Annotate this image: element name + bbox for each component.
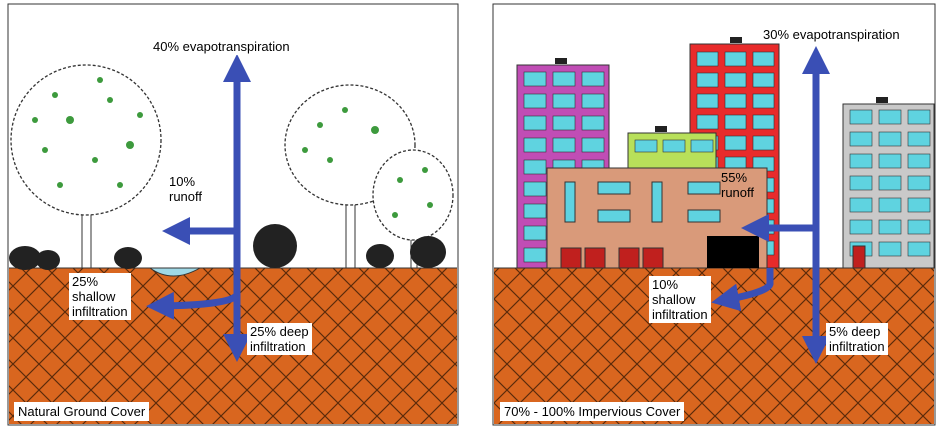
building-window: [581, 93, 605, 109]
natural-deep-infiltration-label: 25% deep infiltration: [247, 323, 312, 355]
natural-shallow-infiltration-label: 25% shallow infiltration: [69, 273, 131, 320]
natural-evapotranspiration-label: 40% evapotranspiration: [150, 38, 293, 55]
building-window: [552, 115, 576, 131]
natural-panel-caption: Natural Ground Cover: [14, 402, 150, 421]
impervious-evapotranspiration-label: 30% evapotranspiration: [760, 26, 903, 43]
building-window: [523, 203, 547, 219]
building-window: [662, 139, 686, 153]
building-window: [878, 109, 902, 125]
building-window: [849, 197, 873, 213]
building-window: [878, 219, 902, 235]
building-window: [552, 137, 576, 153]
building-window: [581, 71, 605, 87]
building-window: [752, 51, 775, 67]
impervious-runoff-label: 55% runoff: [721, 170, 755, 200]
tree-right-small: [372, 149, 454, 269]
natural-runoff-label: 10% runoff: [169, 174, 203, 204]
building-window: [581, 137, 605, 153]
building-tan: [546, 167, 768, 269]
building-window: [907, 109, 931, 125]
building-window: [849, 131, 873, 147]
building-window: [523, 159, 547, 175]
building-window: [752, 135, 775, 151]
building-window: [752, 93, 775, 109]
impervious-panel-caption: 70% - 100% Impervious Cover: [500, 402, 685, 421]
impervious-deep-infiltration-label: 5% deep infiltration: [826, 323, 888, 355]
natural-panel: [7, 3, 459, 426]
building-gray: [842, 97, 935, 269]
building-window: [878, 197, 902, 213]
building-window: [552, 93, 576, 109]
building-window: [696, 114, 719, 130]
building-window: [696, 72, 719, 88]
impervious-shallow-infiltration-label: 10% shallow infiltration: [649, 276, 711, 323]
building-window: [690, 139, 714, 153]
building-window: [878, 153, 902, 169]
building-window: [523, 181, 547, 197]
building-window: [907, 175, 931, 191]
building-window: [849, 175, 873, 191]
building-window: [724, 114, 747, 130]
building-window: [849, 153, 873, 169]
impervious-panel: [492, 3, 936, 426]
pond: [148, 267, 202, 277]
building-window: [878, 131, 902, 147]
building-window: [907, 241, 931, 257]
shrubs: [9, 224, 446, 270]
building-window: [696, 51, 719, 67]
natural-flow-arrows: [146, 54, 251, 362]
building-window: [724, 72, 747, 88]
building-window: [907, 197, 931, 213]
building-window: [696, 93, 719, 109]
building-window: [724, 93, 747, 109]
tree-left: [10, 64, 162, 269]
building-green: [627, 126, 717, 174]
impervious-flow-arrows: [711, 46, 830, 364]
building-window: [907, 153, 931, 169]
building-window: [752, 114, 775, 130]
building-window: [849, 219, 873, 235]
building-window: [752, 72, 775, 88]
building-window: [523, 71, 547, 87]
building-window: [634, 139, 658, 153]
building-window: [878, 241, 902, 257]
building-window: [907, 131, 931, 147]
building-window: [523, 247, 547, 263]
building-window: [523, 225, 547, 241]
building-window: [523, 137, 547, 153]
building-window: [552, 71, 576, 87]
building-window: [523, 115, 547, 131]
building-window: [878, 175, 902, 191]
building-window: [724, 51, 747, 67]
building-window: [907, 219, 931, 235]
building-window: [724, 135, 747, 151]
building-window: [581, 115, 605, 131]
building-window: [523, 93, 547, 109]
building-window: [849, 109, 873, 125]
